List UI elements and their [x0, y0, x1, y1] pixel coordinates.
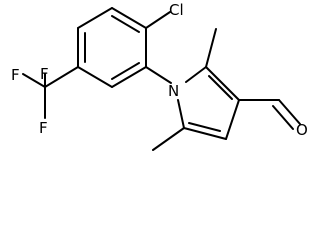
trifluoromethyl-group: F F F	[11, 65, 79, 137]
bond-ring-c1-c2	[111, 7, 147, 29]
fluorine-top-label: F	[40, 65, 49, 83]
benzene-ring	[77, 7, 147, 88]
bond-ring-c4-c5	[77, 66, 113, 88]
bond-c4-c5	[183, 127, 227, 140]
chlorine-label: Cl	[169, 1, 184, 19]
pyrrole-ring	[177, 66, 240, 140]
bond-c-f-left	[22, 73, 46, 88]
bond-c2-c3-inner	[208, 75, 233, 100]
fluorine-left-label: F	[11, 66, 20, 84]
bond-c4-c5-inner	[188, 122, 221, 132]
aldehyde-group: O	[238, 99, 308, 139]
bond-methyl-bottom	[152, 127, 185, 151]
chemical-structure-diagram: Cl F F F O N	[11, 1, 308, 151]
bond-ring-inner-bottom	[111, 62, 140, 80]
oxygen-label: O	[296, 121, 308, 139]
bond-ring-cf3	[44, 66, 79, 88]
bond-c-cl	[145, 11, 171, 29]
bond-c5-n	[177, 99, 185, 129]
bond-ring-n	[145, 66, 172, 84]
bond-c-o-double-2	[272, 105, 294, 130]
bond-ring-inner-top	[111, 15, 140, 33]
bond-c3-c4	[225, 99, 240, 140]
bond-c-o-double-1	[278, 99, 301, 125]
bond-c2-c3	[205, 66, 240, 101]
nitrogen-label: N	[168, 82, 179, 100]
fluorine-bottom-label: F	[39, 119, 48, 137]
bond-methyl-top	[205, 28, 217, 68]
bond-ring-c3-c4	[111, 66, 147, 88]
bond-ring-c6-c1	[77, 7, 113, 29]
bond-n-c2	[185, 66, 207, 83]
